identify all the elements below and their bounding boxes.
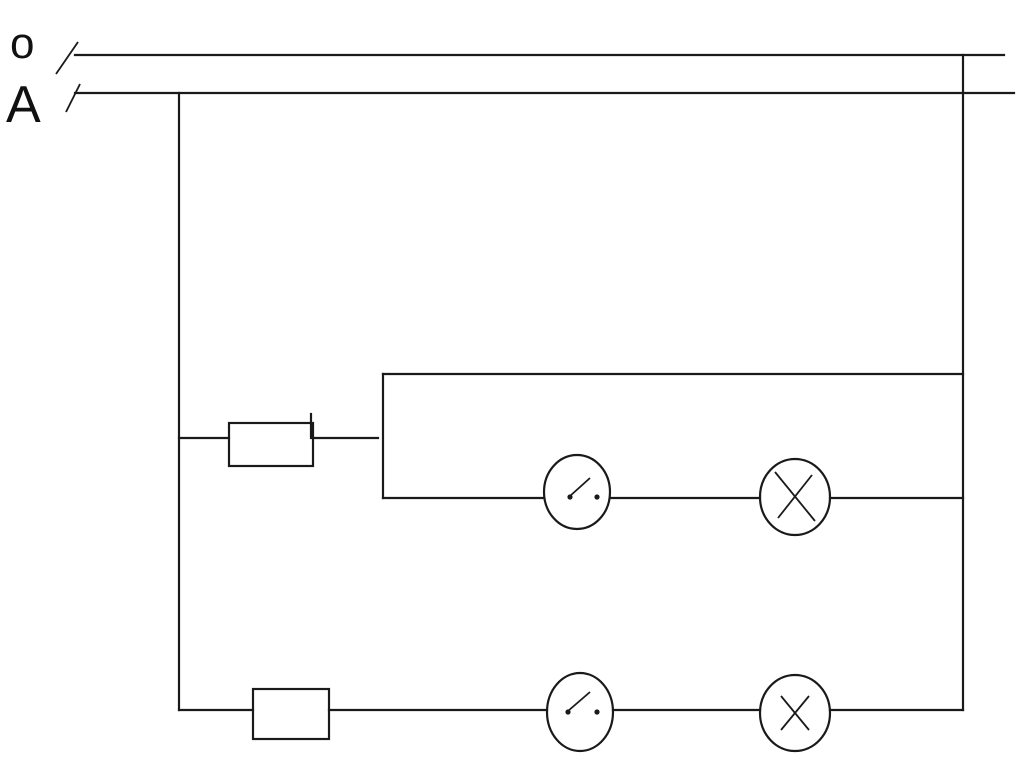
switch-upper <box>542 453 612 531</box>
lamp-lower <box>758 673 832 753</box>
phase-slash-mark <box>65 83 81 113</box>
lamp-upper <box>758 457 832 537</box>
fuse-upper <box>227 421 315 468</box>
phase-label: A <box>6 76 41 134</box>
fuse-lower <box>251 687 331 741</box>
switch-lower <box>545 671 615 753</box>
neutral-slash-mark <box>55 41 79 75</box>
neutral-label: o <box>10 19 34 68</box>
